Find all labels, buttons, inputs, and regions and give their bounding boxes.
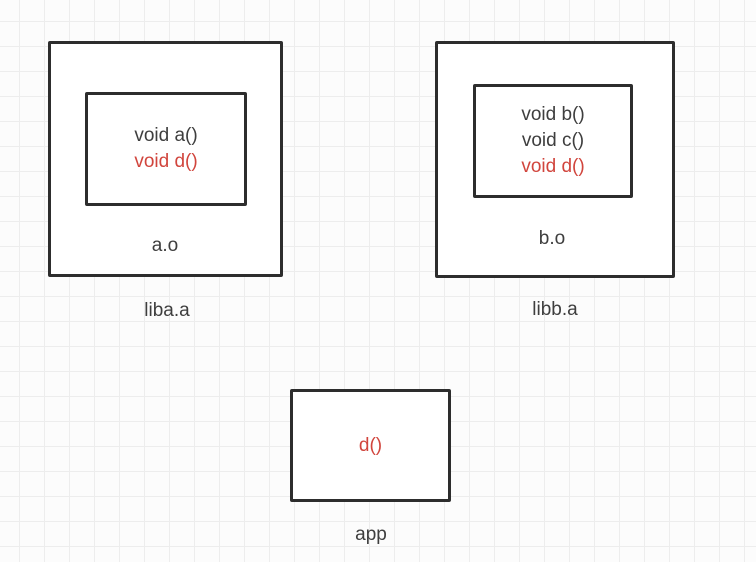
libb-archive-box: void b() void c() void d() <box>435 41 675 278</box>
function-d-reference: d() <box>358 434 383 456</box>
function-void-c: void c() <box>521 130 585 151</box>
b-o-function-list: void b() void c() void d() <box>476 87 630 195</box>
function-void-d-duplicate: void d() <box>521 156 585 177</box>
app-function-list: d() <box>293 392 448 499</box>
function-void-b: void b() <box>521 104 585 125</box>
a-o-label: a.o <box>151 235 179 256</box>
app-box: d() <box>290 389 451 502</box>
function-void-d-duplicate: void d() <box>134 151 198 172</box>
app-label: app <box>355 524 387 545</box>
a-o-object-box: void a() void d() <box>85 92 247 206</box>
libb-archive-label: libb.a <box>532 299 578 320</box>
liba-archive-box: void a() void d() <box>48 41 283 277</box>
function-void-a: void a() <box>134 125 198 146</box>
liba-archive-label: liba.a <box>144 300 190 321</box>
a-o-function-list: void a() void d() <box>88 95 244 203</box>
b-o-object-box: void b() void c() void d() <box>473 84 633 198</box>
b-o-label: b.o <box>538 228 566 249</box>
